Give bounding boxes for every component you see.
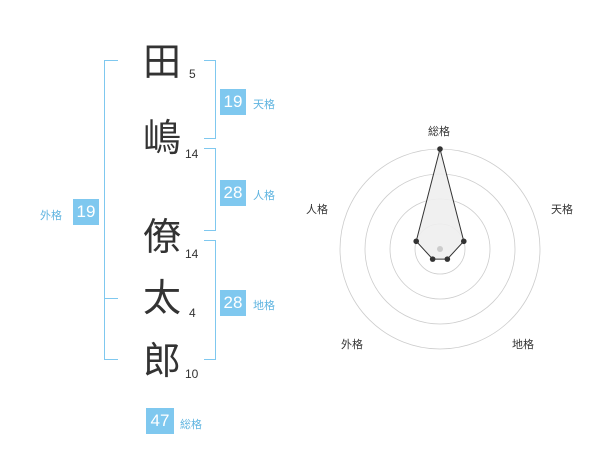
tenkaku-label: 天格 <box>253 98 275 111</box>
stroke-count-2: 14 <box>185 147 199 161</box>
radar-center-dot <box>437 246 443 252</box>
radar-label-chikaku: 地格 <box>512 338 534 351</box>
gaikaku-value: 19 <box>73 199 99 225</box>
kanji-1: 田 <box>143 40 182 84</box>
radar-point-4 <box>429 256 436 262</box>
jinkaku-value: 28 <box>220 180 246 206</box>
gaikaku-bracket-mid <box>104 298 118 299</box>
stroke-count-3: 14 <box>185 247 199 261</box>
stroke-count-5: 10 <box>185 367 199 381</box>
tenkaku-value: 19 <box>220 89 246 115</box>
jinkaku-bracket <box>204 148 216 231</box>
chikaku-label: 地格 <box>253 299 275 312</box>
radar-label-tenkaku: 天格 <box>551 203 573 216</box>
chikaku-bracket <box>204 240 216 360</box>
radar-label-jinkaku: 人格 <box>306 203 328 216</box>
radar-point-2 <box>460 238 467 245</box>
radar-polygon <box>415 148 465 260</box>
kanji-3: 僚 <box>143 215 182 259</box>
gaikaku-bracket <box>104 60 118 360</box>
radar-point-5 <box>413 238 420 245</box>
radar-point-3 <box>444 256 451 262</box>
tenkaku-bracket <box>204 60 216 139</box>
soukaku-value: 47 <box>146 408 174 434</box>
kanji-2: 嶋 <box>143 116 182 160</box>
gaikaku-label: 外格 <box>40 209 62 222</box>
chikaku-value: 28 <box>220 290 246 316</box>
soukaku-label: 総格 <box>180 418 202 431</box>
jinkaku-label: 人格 <box>253 189 275 202</box>
stroke-count-1: 5 <box>189 67 196 81</box>
kanji-4: 太 <box>143 276 182 320</box>
radar-point-1 <box>437 146 443 152</box>
kanji-5: 郎 <box>143 339 182 383</box>
radar-label-gaikaku: 外格 <box>341 338 363 351</box>
radar-label-soukaku: 総格 <box>428 125 450 138</box>
stroke-count-4: 4 <box>189 306 196 320</box>
